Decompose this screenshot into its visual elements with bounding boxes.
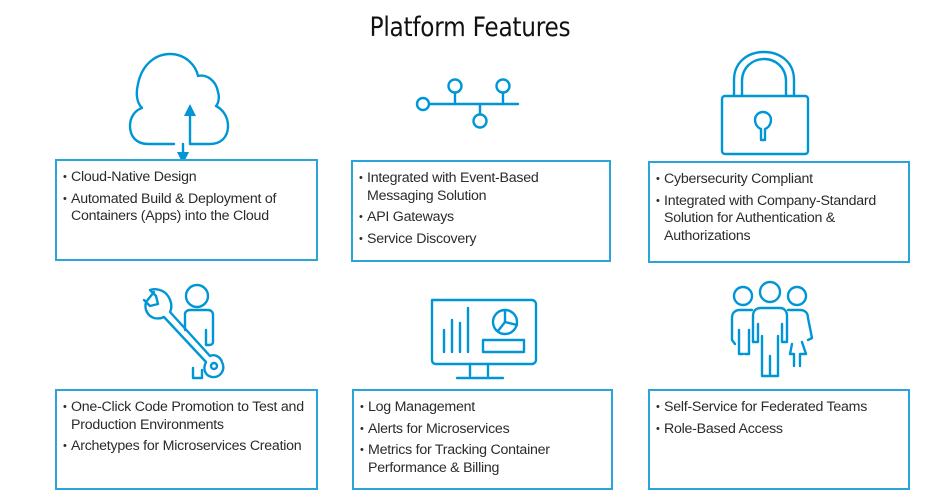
- feature-bullet: Cloud-Native Design: [63, 169, 308, 187]
- feature-box-promotion: One-Click Code Promotion to Test and Pro…: [55, 389, 318, 490]
- feature-bullet: Automated Build & Deployment of Containe…: [63, 191, 308, 226]
- feature-box-monitoring: Log Management Alerts for Microservices …: [352, 389, 613, 490]
- feature-bullet: Cybersecurity Compliant: [656, 171, 900, 189]
- feature-bullet: Role-Based Access: [656, 421, 900, 439]
- team-people-icon: [724, 280, 816, 382]
- monitor-dashboard-icon: [428, 298, 538, 382]
- feature-box-teams: Self-Service for Federated Teams Role-Ba…: [648, 389, 910, 490]
- feature-bullet: Metrics for Tracking Container Performan…: [360, 442, 603, 477]
- feature-box-cloud: Cloud-Native Design Automated Build & De…: [55, 159, 318, 261]
- network-nodes-icon: [410, 76, 525, 131]
- feature-bullet: Log Management: [360, 399, 603, 417]
- feature-bullet: API Gateways: [359, 209, 601, 227]
- page-title: Platform Features: [369, 12, 571, 43]
- feature-bullet: Integrated with Company-Standard Solutio…: [656, 193, 900, 246]
- feature-box-security: Cybersecurity Compliant Integrated with …: [648, 161, 910, 263]
- feature-bullet: One-Click Code Promotion to Test and Pro…: [63, 399, 308, 434]
- feature-box-messaging: Integrated with Event-Based Messaging So…: [351, 160, 611, 262]
- feature-bullet: Self-Service for Federated Teams: [656, 399, 900, 417]
- feature-bullet: Integrated with Event-Based Messaging So…: [359, 170, 601, 205]
- padlock-icon: [720, 50, 812, 158]
- wrench-person-icon: [140, 282, 236, 380]
- cloud-upload-download-icon: [128, 48, 238, 164]
- feature-bullet: Service Discovery: [359, 231, 601, 249]
- feature-bullet: Alerts for Microservices: [360, 421, 603, 439]
- feature-bullet: Archetypes for Microservices Creation: [63, 438, 308, 456]
